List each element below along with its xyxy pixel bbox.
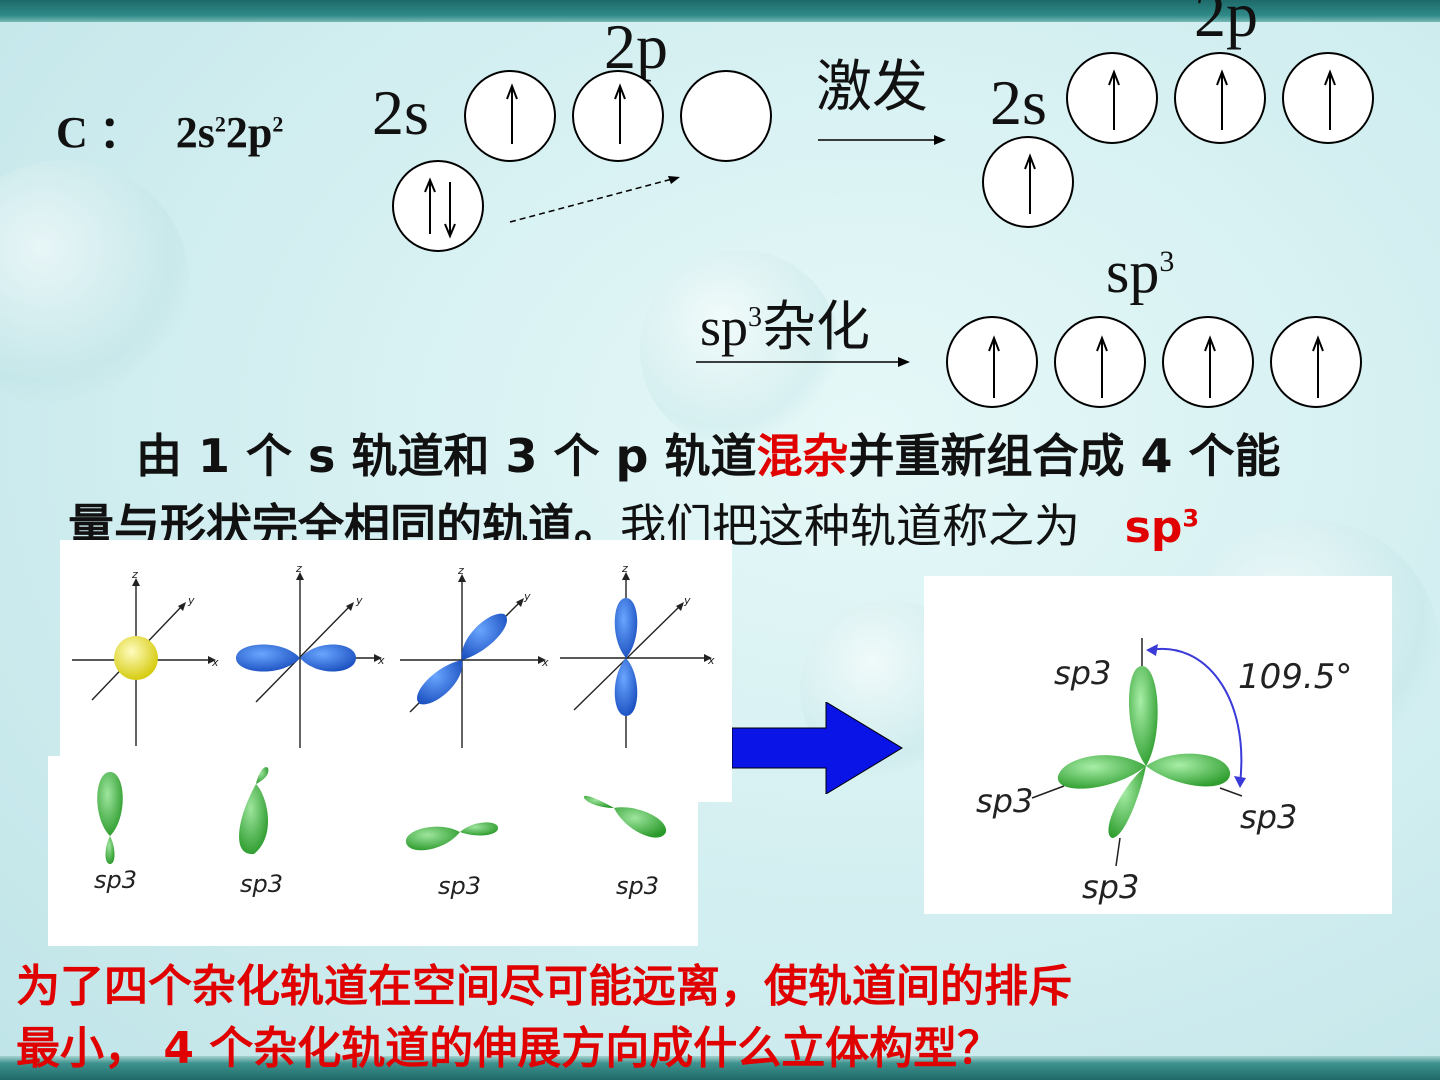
hybrid-orbitals-panel: sp3 sp3 sp3 sp3	[48, 756, 698, 946]
orbital-box-sp3-4	[1270, 316, 1362, 408]
up-electron-icon	[988, 335, 1000, 398]
question-line2: 最小， 4 个杂化轨道的伸展方向成什么立体构型？	[16, 1023, 1002, 1074]
up-electron-icon	[1324, 69, 1336, 130]
config-s: 2s	[175, 108, 215, 157]
hybrid-state-label: sp3	[1106, 238, 1174, 307]
up-electron-icon	[1216, 69, 1228, 130]
excited-2s-label: 2s	[990, 67, 1047, 138]
element-label: C ：	[56, 108, 143, 157]
bond-angle-label: 109.5°	[1238, 657, 1352, 697]
transform-arrow-icon	[732, 702, 903, 794]
axis-x-label: x	[707, 654, 715, 667]
hybrid-orbitals-diagram: sp3 sp3 sp3 sp3	[94, 767, 667, 900]
hybridization-label-text: 杂化	[762, 297, 871, 357]
hybrid-state-label-sup: 3	[1159, 245, 1175, 278]
hybridization-label: sp3杂化	[700, 282, 870, 361]
orbital-box-2p-excited-1	[1066, 52, 1158, 144]
axis-z-label: z	[131, 568, 138, 581]
tetrahedral-panel: 109.5° sp3 sp3 sp3 sp3	[924, 576, 1392, 914]
excited-2p-label: 2p	[1194, 0, 1258, 50]
axis-z-label: z	[457, 564, 464, 577]
orbital-box-2p-ground-2	[572, 70, 664, 162]
hybrid-label: sp3	[616, 872, 659, 900]
axis-x-label: x	[211, 656, 219, 669]
explanation-highlight: 混杂	[756, 429, 849, 483]
sp3-term-base: sp	[1124, 502, 1183, 553]
hybridization-label-sup: 3	[748, 302, 763, 333]
tetrahedral-sp3-diagram: 109.5° sp3 sp3 sp3 sp3	[976, 638, 1352, 906]
axis-y-label: y	[683, 594, 691, 607]
py-orbital-icon: x z y p	[400, 564, 549, 796]
axis-x-label: x	[377, 654, 385, 667]
axis-x-label: x	[541, 656, 549, 669]
config-p: 2p	[225, 108, 273, 157]
hybrid-label: sp3	[438, 872, 481, 900]
hybrid-state-label-base: sp	[1106, 239, 1160, 305]
up-electron-icon	[1204, 335, 1216, 398]
orbital-box-2s-ground	[392, 160, 484, 252]
bottom-band	[0, 1056, 1440, 1080]
background-bubble	[0, 160, 190, 410]
config-p-sup: 2	[272, 111, 284, 137]
explanation-line1-part1: 由 1 个 s 轨道和 3 个 p 轨道	[136, 429, 757, 483]
tetra-label-top: sp3	[1054, 654, 1111, 692]
excitation-arrow-icon	[818, 135, 946, 145]
axis-z-label: z	[295, 562, 302, 575]
sp3-hybrid-orbital-icon: sp3	[405, 822, 498, 900]
axis-y-label: y	[523, 590, 531, 603]
paired-electrons-icon	[424, 177, 456, 239]
sp3-term-sup: 3	[1182, 504, 1200, 533]
sp3-hybrid-orbital-icon: sp3	[239, 767, 283, 898]
orbital-box-2p-excited-3	[1282, 52, 1374, 144]
tetra-label-right: sp3	[1240, 798, 1297, 836]
up-electron-icon	[614, 83, 626, 144]
ground-2s-label: 2s	[372, 77, 429, 148]
hybrid-label: sp3	[94, 866, 137, 894]
up-electron-icon	[1096, 335, 1108, 398]
orbital-box-2p-ground-1	[464, 70, 556, 162]
sp3-hybrid-orbital-icon: sp3	[583, 795, 667, 900]
orbital-box-sp3-3	[1162, 316, 1254, 408]
excitation-label: 激发	[816, 57, 928, 119]
hybridization-label-base: sp	[700, 297, 749, 357]
tetra-label-bottom: sp3	[1082, 868, 1139, 906]
up-electron-icon	[506, 83, 518, 144]
electron-config: C ： 2s22p2	[56, 96, 283, 160]
hybridization-arrow-icon	[696, 357, 910, 367]
tetra-label-left: sp3	[976, 782, 1033, 820]
axis-y-label: y	[187, 594, 195, 607]
config-s-sup: 2	[214, 111, 226, 137]
axis-z-label: z	[621, 562, 628, 575]
up-electron-icon	[1108, 69, 1120, 130]
orbital-box-2p-ground-3	[680, 70, 772, 162]
atomic-orbitals-diagram: x z y s x z y p x z y p	[72, 562, 715, 796]
orbital-box-2s-excited	[982, 136, 1074, 228]
orbital-box-sp3-1	[946, 316, 1038, 408]
orbital-box-sp3-2	[1054, 316, 1146, 408]
question-line1: 为了四个杂化轨道在空间尽可能远离，使轨道间的排斥	[16, 961, 1072, 1012]
explanation-line1: 由 1 个 s 轨道和 3 个 p 轨道混杂并重新组合成 4 个能	[136, 420, 1281, 486]
orbital-box-2p-excited-2	[1174, 52, 1266, 144]
up-electron-icon	[1312, 335, 1324, 398]
up-electron-icon	[1024, 153, 1036, 214]
promotion-arrow-icon	[509, 176, 680, 223]
background-bubble	[640, 250, 840, 450]
explanation-line1-part2: 并重新组合成 4 个能	[848, 429, 1281, 483]
sp3-hybrid-orbital-icon: sp3	[94, 772, 137, 894]
top-band	[0, 0, 1440, 22]
axis-y-label: y	[355, 594, 363, 607]
hybrid-label: sp3	[240, 870, 283, 898]
